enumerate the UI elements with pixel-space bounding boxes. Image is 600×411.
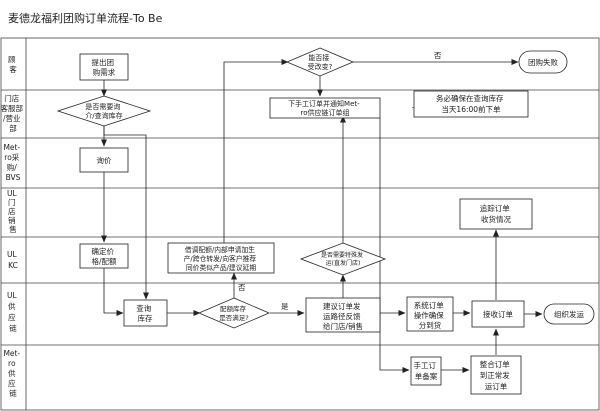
lane-label-ul-supply: UL 供 应 链 [7,291,19,333]
node-system-order [406,296,454,332]
node-receive-order [471,300,525,328]
lane-label-ul-kc: UL KC [7,250,19,270]
node-track-order [459,198,533,230]
lane-label-metro-supply: Met- ro 供 应 链 [3,349,22,398]
node-submit-request-text: 提出团 购需求 [92,57,117,77]
node-group-buy-failed [518,50,568,74]
node-inquiry [79,147,129,173]
decision-need-inquiry-text: 是否需要询 介/查询库存 [85,102,122,120]
node-route-feedback-text: 建议订单发 运路径反馈 给门店/销售 [323,301,363,331]
node-track-order-text: 追踪订单 收货情况 [480,203,512,224]
node-system-order-text: 系统订单 操作确保 分到货 [414,300,446,330]
node-organize-shipping-text: 组织发运 [554,309,584,319]
node-inquiry-text: 询价 [97,155,112,165]
decision-special-delivery [299,242,387,276]
chart-title: 麦德龙福利团购订单流程-To Be [8,11,163,25]
swimlane-grid [0,37,600,411]
node-manual-order-text: 下手工订单并通知Met- ro供应链订单组 [288,99,362,117]
decision-quota-ok [197,297,271,329]
node-submit-request [79,53,129,81]
node-organize-shipping [543,303,595,325]
lane-label-metro-purchase: Met- ro采 购/ BVS [3,143,22,182]
node-receive-order-text: 接收订单 [483,309,513,319]
node-alternatives [167,242,275,274]
note-order-deadline [413,90,529,118]
node-manual-record [410,356,442,386]
node-check-stock-text: 查询 库存 [136,303,153,323]
label-yes-mid: 是 [281,302,289,311]
decision-accept-change [285,47,355,77]
decision-special-delivery-text: 是否需要特殊发 运(直发门店) [321,251,365,267]
node-merge-order-text: 整合订单 到正常发 运订单 [480,359,512,391]
decision-need-inquiry [56,95,152,127]
node-alternatives-text: 借调配额/内部申请加生 产/跨仓转发/向客户推荐 同价类似产品/建议延期 [184,245,259,272]
lane-label-store: 门店 客服部 /营业 部 [1,93,26,133]
node-confirm-price-text: 确定价 格/配额 [91,246,117,266]
lane-label-customer: 顾 客 [8,55,18,74]
node-manual-order [269,97,381,119]
lane-label-ul-store-sales: UL 门 店 销 售 [7,189,19,234]
node-check-stock [123,299,168,327]
label-no-top: 否 [434,51,442,60]
node-route-feedback [305,297,381,333]
decision-accept-change-text: 能否接 受改变? [308,53,333,71]
label-no-mid: 否 [238,283,246,292]
node-manual-record-text: 手工订 单备案 [414,360,439,381]
node-confirm-price [79,243,129,269]
note-order-deadline-text: 务必确保在查询库存 当天16:00前下单 [436,93,506,114]
decision-quota-ok-text: 配额库存 是否满足? [219,304,248,322]
node-group-buy-failed-text: 团购失败 [528,57,558,67]
node-merge-order [470,355,522,395]
